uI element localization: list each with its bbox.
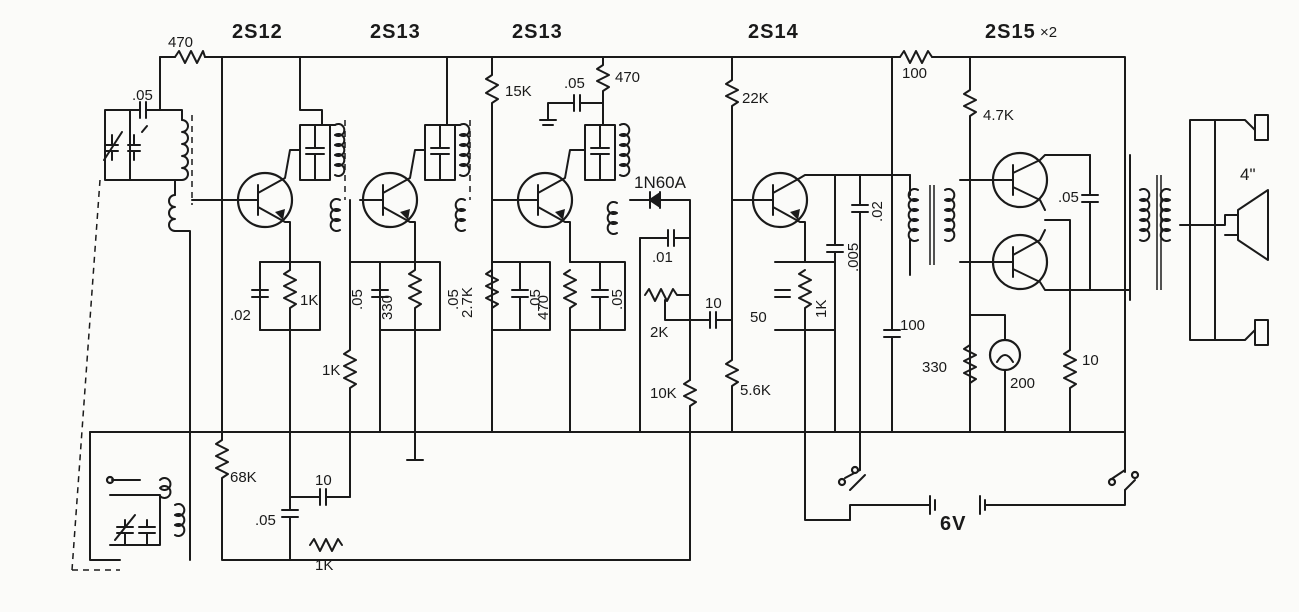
label-r-q2e: 330 — [379, 295, 396, 320]
label-speaker: 4" — [1240, 165, 1256, 184]
label-r-22k: 22K — [742, 90, 769, 107]
label-q5: 2S15 — [985, 21, 1036, 43]
label-r-47k: 4.7K — [983, 107, 1014, 124]
resistor-dec — [539, 56, 610, 126]
label-r-det: 10K — [650, 385, 677, 402]
label-c-out: .05 — [1058, 189, 1079, 206]
resistor-fb — [309, 538, 343, 552]
speaker — [1179, 214, 1239, 236]
capacitor-q2e — [371, 261, 389, 433]
label-r-100: 100 — [902, 65, 927, 82]
label-c-q3e: .05 — [609, 289, 626, 310]
capacitor-q3e — [591, 261, 609, 331]
label-c-02: .02 — [869, 201, 886, 222]
capacitor-det — [639, 229, 691, 247]
diode-1n60a — [648, 192, 660, 208]
label-r-15k: 15K — [505, 83, 532, 100]
resistor-22k — [725, 56, 739, 433]
label-c-q2b: .05 — [445, 289, 462, 310]
label-r-q1e: 1K — [300, 292, 318, 309]
resistor-15k — [485, 56, 499, 433]
label-c-q1e: .02 — [230, 307, 251, 324]
label-r-vol: 2K — [650, 324, 668, 341]
label-r-q2b: 1K — [322, 362, 340, 379]
label-q2: 2S13 — [370, 21, 421, 43]
label-r-q1b: 68K — [230, 469, 257, 486]
label-r-ant: 470 — [168, 34, 193, 51]
resistor-q2e — [406, 261, 424, 461]
resistor-100 — [899, 50, 933, 64]
label-c-q2e: .05 — [349, 289, 366, 310]
label-r-therm: 200 — [1010, 375, 1035, 392]
label-q5-count: ×2 — [1040, 24, 1057, 41]
resistor-10 — [1063, 349, 1077, 433]
label-c-dec: .05 — [564, 75, 585, 92]
label-diode: 1N60A — [634, 173, 687, 192]
coil-antenna — [129, 119, 189, 181]
resistor-470-antenna — [174, 50, 206, 64]
resistor-q2b — [343, 261, 357, 433]
resistor-68k — [215, 56, 691, 561]
label-c-fb: 10 — [315, 472, 332, 489]
capacitor-out — [1081, 154, 1099, 291]
label-c-005: .005 — [845, 243, 862, 272]
resistor-330b — [963, 344, 977, 384]
label-c-100: 100 — [900, 317, 925, 334]
label-r-q4e: 1K — [813, 300, 830, 318]
label-c-q4e: 50 — [750, 309, 767, 326]
capacitor-q3b — [511, 261, 529, 331]
label-r-10: 10 — [1082, 352, 1099, 369]
label-c-ant: .05 — [132, 87, 153, 104]
label-r-fb: 1K — [315, 557, 333, 574]
resistor-q4e — [798, 269, 851, 521]
resistor-q3b — [485, 269, 499, 309]
label-supply: 6V — [940, 513, 966, 535]
resistor-vol — [644, 288, 691, 302]
label-c-q1b: .05 — [255, 512, 276, 529]
label-q3: 2S13 — [512, 21, 563, 43]
label-r-330b: 330 — [922, 359, 947, 376]
label-c-cpl: 10 — [705, 295, 722, 312]
label-c-q3b: .05 — [527, 289, 544, 310]
resistor-det — [683, 379, 697, 561]
label-r-dec: 470 — [615, 69, 640, 86]
resistor-47k — [963, 56, 977, 433]
label-r-q3e: 470 — [535, 295, 552, 320]
label-r-56k: 5.6K — [740, 382, 771, 399]
resistor-q3e — [563, 269, 577, 433]
resistor-q1e — [283, 261, 297, 433]
label-q1: 2S12 — [232, 21, 283, 43]
supply-rail-top — [159, 56, 1126, 473]
label-c-det: .01 — [652, 249, 673, 266]
capacitor-ant — [129, 101, 161, 119]
capacitor-q1e — [251, 261, 269, 331]
label-r-q3b: 2.7K — [459, 287, 476, 318]
label-q4: 2S14 — [748, 21, 799, 43]
